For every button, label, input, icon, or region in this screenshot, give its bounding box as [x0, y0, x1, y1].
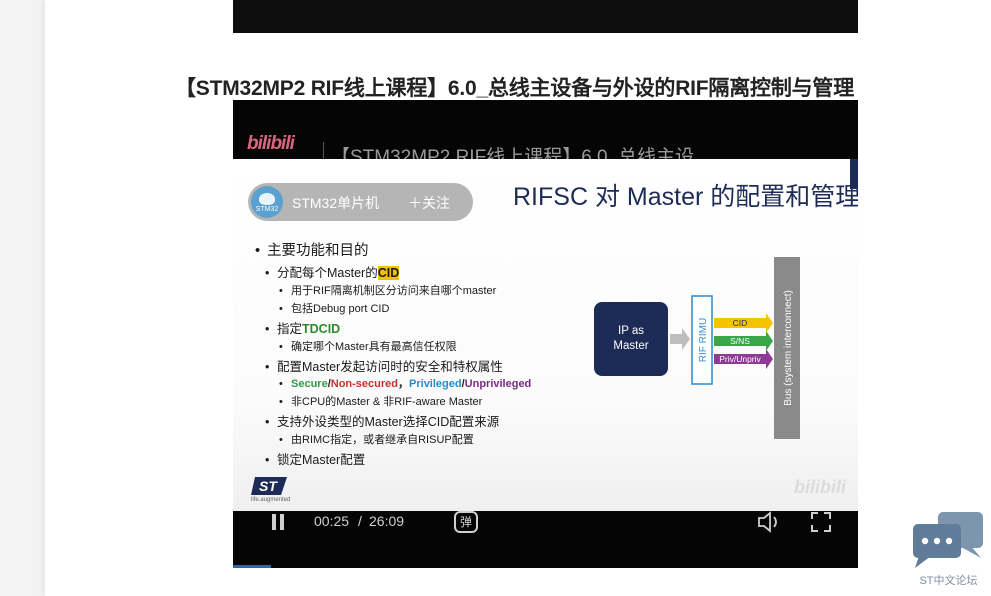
video-frame-slide[interactable]: STM32 STM32单片机 ＋关注 RIFSC 对 Master 的配置和管理… — [233, 159, 858, 511]
outline-item-cid-source: • 支持外设类型的Master选择CID配置来源 — [265, 411, 499, 430]
outline-sub-attrs: •Secure/Non-secured，Privileged/Unprivile… — [279, 375, 531, 391]
volume-icon[interactable] — [757, 511, 783, 533]
danmaku-toggle-icon[interactable]: 弹 — [454, 511, 478, 533]
fullscreen-icon[interactable] — [810, 511, 832, 533]
bullet-icon: • — [279, 434, 283, 446]
outline-main-text: 主要功能和目的 — [267, 243, 369, 259]
outline-main: • 主要功能和目的 — [255, 239, 369, 260]
previous-video-embed[interactable] — [233, 0, 858, 33]
outline-item-tdcid: • 指定TDCID — [265, 318, 340, 337]
channel-overlay[interactable]: STM32 STM32单片机 ＋关注 — [248, 183, 473, 221]
rifsc-diagram: IP as Master RIF RIMU CID S/NS Priv/Unpr… — [594, 257, 800, 439]
outline-sub: • 包括Debug port CID — [279, 300, 389, 316]
signal-label-cid: CID — [733, 318, 748, 328]
outline-sub-text: 包括Debug port CID — [291, 303, 390, 315]
st-tagline: life.augmented — [251, 497, 291, 503]
outline-item-lock: • 锁定Master配置 — [265, 449, 365, 468]
signal-label-sns: S/NS — [730, 336, 750, 346]
master-box-line1: IP as — [618, 325, 644, 337]
avatar-text: STM32 — [255, 206, 279, 213]
tdcid-highlight: TDCID — [302, 322, 341, 336]
bullet-icon: • — [265, 322, 270, 336]
bullet-icon: • — [279, 341, 283, 353]
bird-icon — [259, 193, 275, 205]
outline-sub-text: 由RIMC指定，或者继承自RISUP配置 — [291, 434, 474, 446]
outline-sub: • 由RIMC指定，或者继承自RISUP配置 — [279, 431, 474, 447]
outline-sub-text: 非CPU的Master & 非RIF-aware Master — [291, 396, 483, 408]
separator: / — [327, 378, 331, 390]
forum-label[interactable]: ST中文论坛 — [919, 575, 978, 587]
outline-sub: • 非CPU的Master & 非RIF-aware Master — [279, 393, 482, 409]
outline-item-text: 配置Master发起访问时的安全和特权属性 — [277, 360, 503, 374]
topbar-divider — [323, 142, 324, 160]
pause-icon[interactable] — [269, 513, 287, 531]
bullet-icon: • — [255, 243, 261, 259]
master-arrow-icon — [670, 328, 690, 350]
bullet-icon: • — [279, 378, 283, 390]
outline-sub: • 确定哪个Master具有最高信任权限 — [279, 338, 457, 354]
separator: ， — [398, 378, 410, 390]
st-logo-icon: ST — [251, 477, 287, 495]
bullet-icon: • — [265, 415, 270, 429]
outline-item-text: 锁定Master配置 — [277, 453, 366, 467]
time-total: 26:09 — [369, 513, 405, 529]
bilibili-watermark: bilibili — [794, 477, 846, 497]
chat-bubbles-icon — [913, 512, 983, 568]
bus-label: Bus (system interconnect) — [783, 290, 794, 406]
rimu-box — [691, 295, 713, 385]
bullet-icon: • — [265, 360, 270, 374]
time-current: 00:25 — [314, 513, 350, 529]
master-box-line2: Master — [613, 340, 648, 352]
privileged-label: Privileged — [409, 378, 462, 390]
bullet-icon: • — [279, 285, 283, 297]
outline-sub: • 用于RIF隔离机制区分访问来自哪个master — [279, 282, 496, 298]
cid-arrow-icon — [714, 313, 773, 333]
secure-label: Secure — [291, 378, 328, 390]
outline-item-attrs: • 配置Master发起访问时的安全和特权属性 — [265, 356, 503, 375]
outline-sub-text: 用于RIF隔离机制区分访问来自哪个master — [291, 285, 497, 297]
time-separator: / — [358, 513, 362, 529]
bullet-icon: • — [265, 266, 270, 280]
slide-edge-accent — [850, 159, 858, 189]
nonsecure-label: Non-secured — [330, 378, 399, 390]
bullet-icon: • — [279, 396, 283, 408]
svg-text:ST: ST — [259, 478, 278, 494]
bilibili-logo[interactable]: bilibili — [247, 133, 295, 154]
channel-avatar[interactable]: STM32 — [251, 186, 283, 218]
slide-title: RIFSC 对 Master 的配置和管理 — [513, 183, 858, 211]
cid-highlight: CID — [377, 266, 400, 280]
priv-arrow-icon — [714, 349, 773, 369]
channel-name[interactable]: STM32单片机 — [292, 195, 380, 211]
outline-item-cid: • 分配每个Master的CID — [265, 262, 400, 281]
bullet-icon: • — [279, 303, 283, 315]
outline-item-text: 指定 — [277, 322, 303, 336]
bullet-icon: • — [265, 453, 270, 467]
post-title: 【STM32MP2 RIF线上课程】6.0_总线主设备与外设的RIF隔离控制与管… — [175, 77, 855, 100]
progress-bar[interactable] — [233, 565, 271, 568]
player-topbar: bilibili 【STM32MP2 RIF线上课程】6.0_总线主设... — [233, 100, 858, 168]
signal-label-priv: Priv/Unpriv — [719, 354, 761, 364]
outline-sub-text: 确定哪个Master具有最高信任权限 — [291, 341, 457, 353]
forum-chat-badge[interactable]: ST中文论坛 — [911, 512, 986, 592]
player-controls: 00:25 / 26:09 弹 — [233, 511, 858, 568]
video-player[interactable]: bilibili 【STM32MP2 RIF线上课程】6.0_总线主设... S… — [233, 100, 858, 568]
follow-button[interactable]: ＋关注 — [408, 195, 450, 211]
bus-bar — [774, 257, 800, 439]
outline-item-text: 分配每个Master的 — [277, 266, 378, 280]
unprivileged-label: Unprivileged — [464, 378, 532, 390]
separator: / — [461, 378, 465, 390]
rimu-label: RIF RIMU — [698, 318, 709, 362]
sns-arrow-icon — [714, 331, 773, 351]
master-box — [594, 302, 668, 376]
outline-item-text: 支持外设类型的Master选择CID配置来源 — [277, 415, 500, 429]
